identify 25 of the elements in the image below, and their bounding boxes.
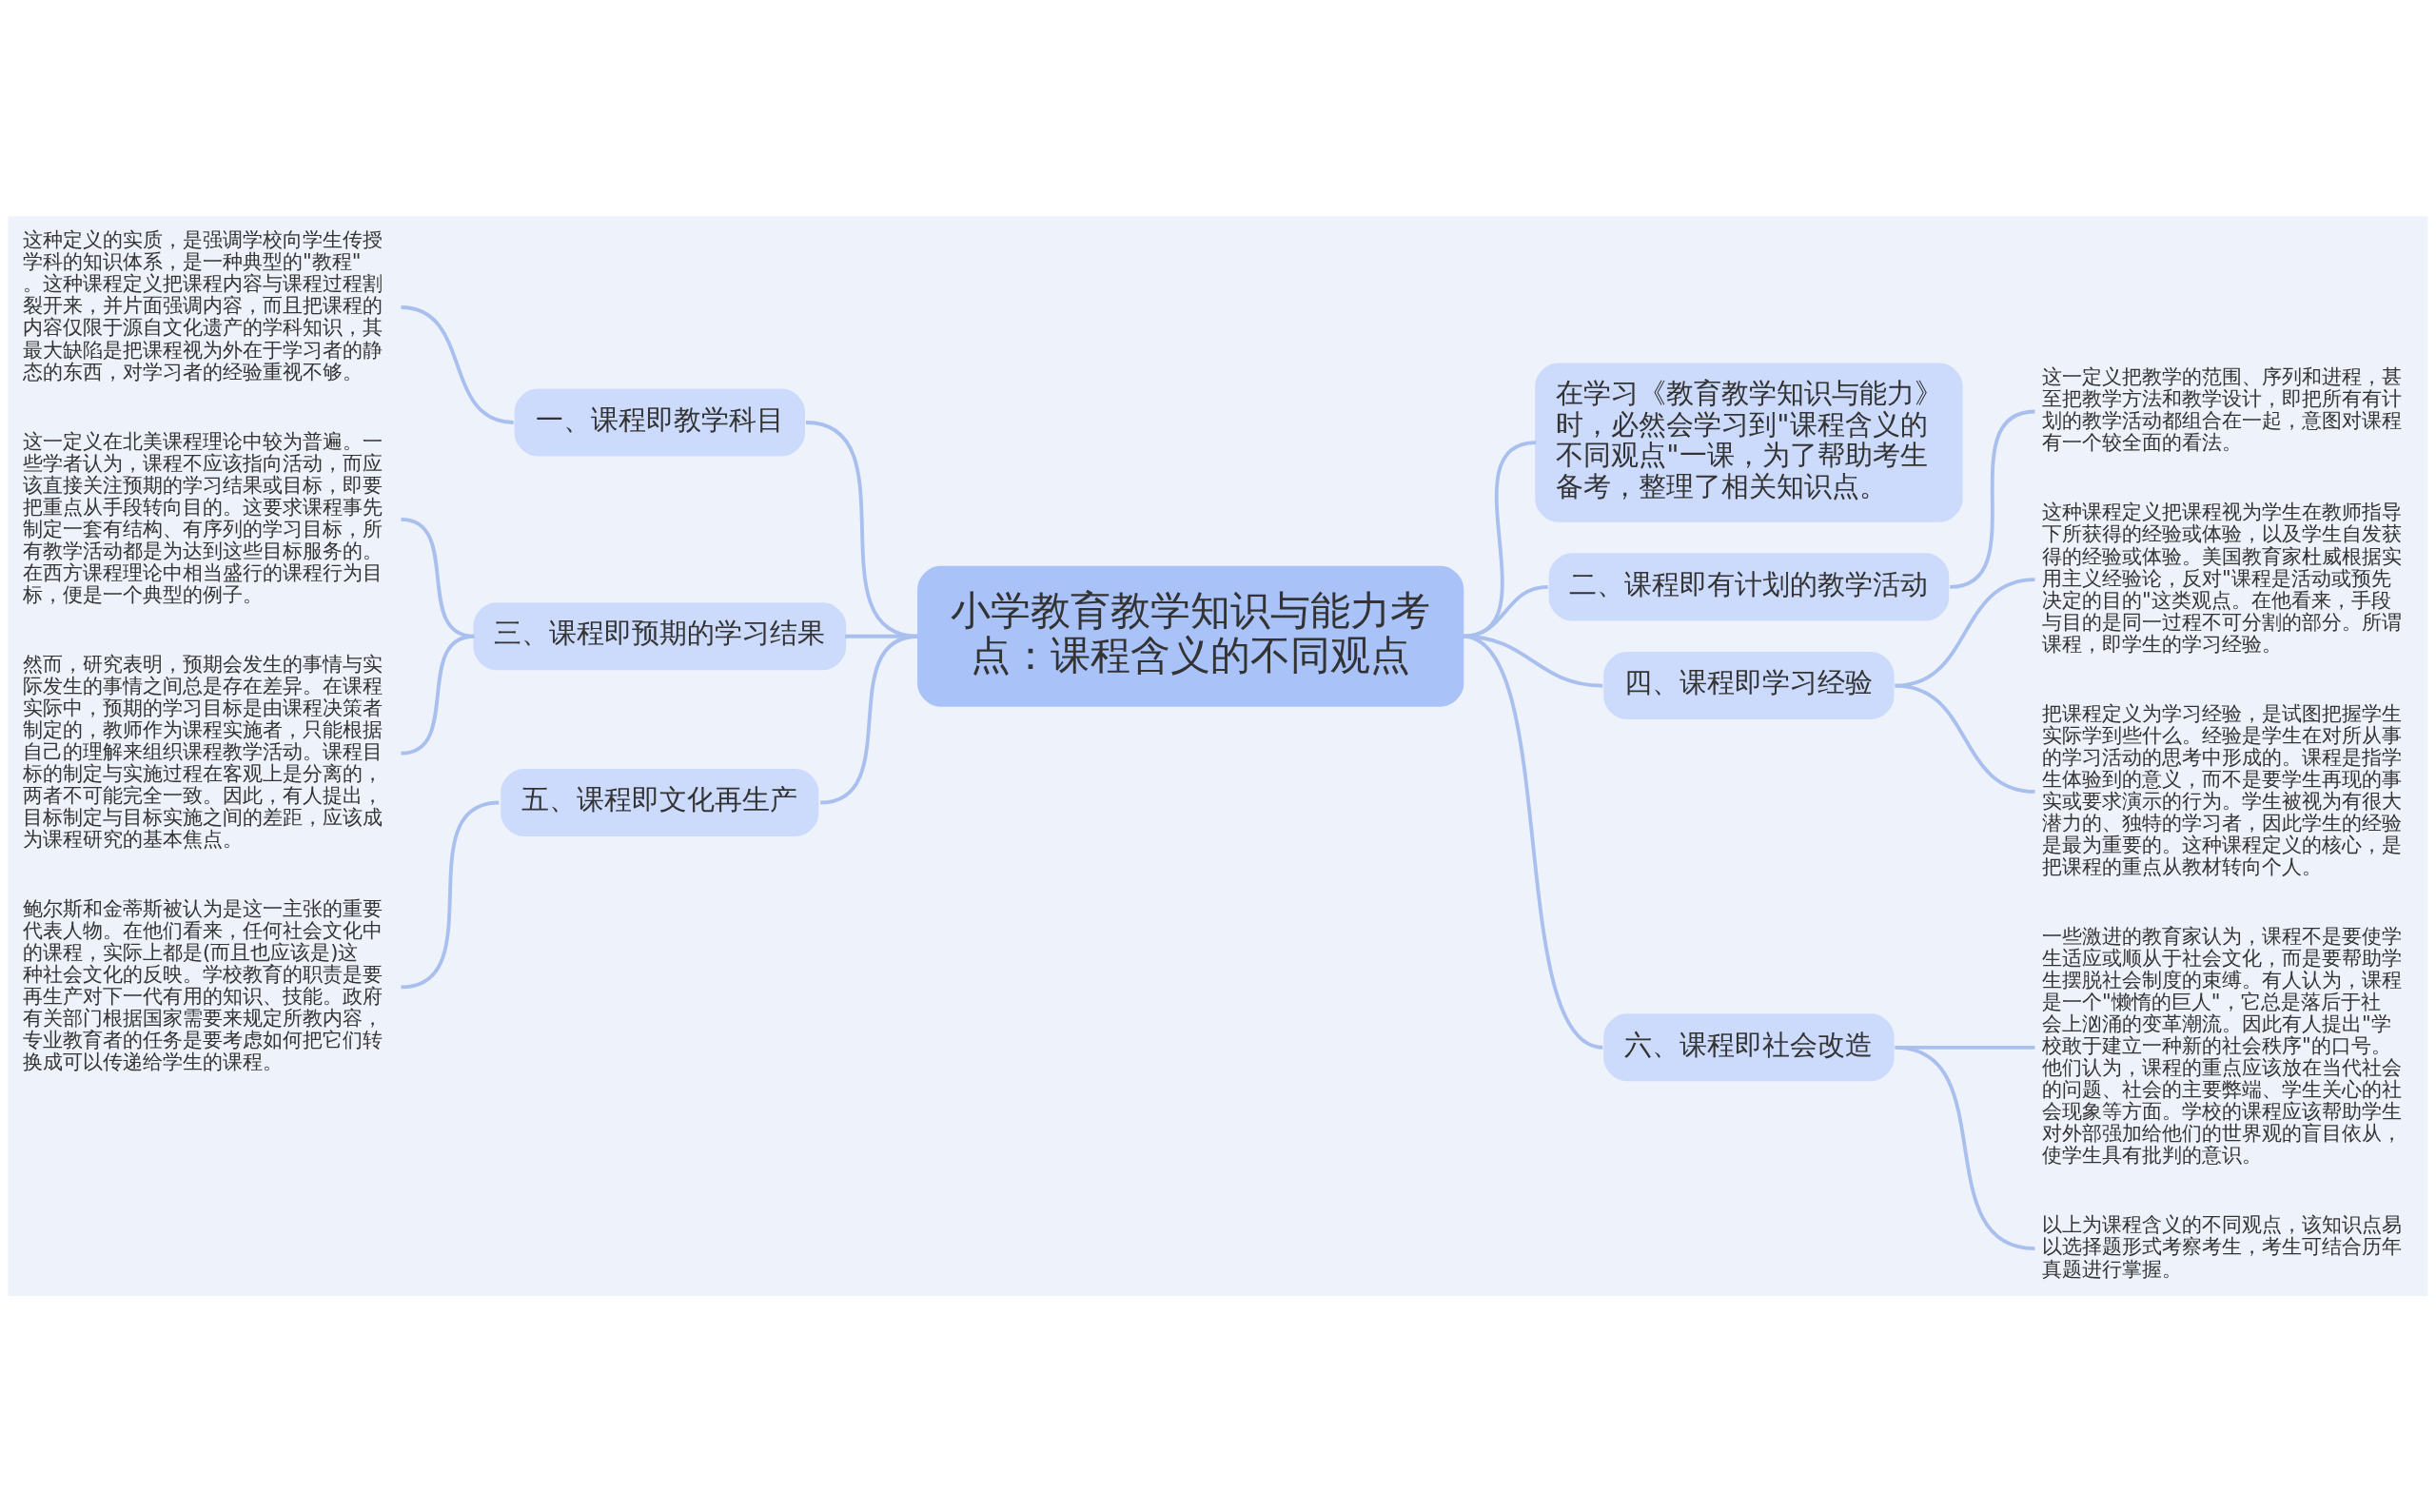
connector	[1462, 634, 1603, 1050]
node-box: 小学教育教学知识与能力考点：课程含义的不同观点	[917, 565, 1464, 707]
connector	[1895, 1045, 2035, 1250]
node-box: 三、课程即预期的学习结果	[473, 602, 847, 671]
connector	[401, 305, 514, 424]
node-box: 二、课程即有计划的教学活动	[1548, 553, 1950, 621]
node-text: 这一定义在北美课程理论中较为普遍。一些学者认为，课程不应该指向活动，而应该直接关注预期的学习结果或目标，即要把重点从手段转向目的。这要求课程事先制定一套有结构、有序列的学习目标，所有教学活动都是为达到这些目标服务的。在西方课程理论中相当盛行的课程行为目标，便是一个典型的例子。	[23, 428, 383, 606]
node-box: 四、课程即学习经验	[1603, 652, 1895, 720]
node-text: 这种课程定义把课程视为学生在教师指导下所获得的经验或体验，以及学生自发获得的经验或体验。美国教育家杜威根据实用主义经验论，反对"课程是活动或预先决定的目的"这类观点。在他看来，手段与目的是同一过程不可分割的部分。所谓课程，即学生的学习经验。	[2042, 500, 2403, 656]
node-text: 以上为课程含义的不同观点，该知识点易以选择题形式考察考生，考生可结合历年真题进行掌握。	[2042, 1212, 2403, 1281]
node-box: 六、课程即社会改造	[1603, 1013, 1895, 1082]
node-text: 一些激进的教育家认为，课程不是要使学生适应或顺从于社会文化，而是要帮助学生摆脱社会制度的束缚。有人认为，课程是一个"懒惰的巨人"，它总是落后于社会上汹涌的变革潮流。因此有人提出"学校敢于建立一种新的社会秩序"的口号。他们认为，课程的重点应该放在当代社会的问题、社会的主要弊端、学生关心的社会现象等方面。学校的课程应该帮助学生对外部强加给他们的世界观的盲目依从，使学生具有批判的意识。	[2042, 923, 2403, 1168]
connector	[401, 634, 475, 756]
connector	[819, 634, 919, 805]
connector	[401, 800, 500, 990]
node-text: 然而，研究表明，预期会发生的事情与实际发生的事情之间总是存在差异。在课程实际中，预期的学习目标是由课程决策者制定的，教师作为课程实施者，只能根据自己的理解来组织课程教学活动。课程目标的制定与实施过程在客观上是分离的，两者不可能完全一致。因此，有人提出，目标制定与目标实施之间的差距，应该成为课程研究的基本焦点。	[23, 651, 383, 852]
node-box: 一、课程即教学科目	[514, 388, 805, 457]
node-box: 五、课程即文化再生产	[501, 768, 819, 836]
node-text: 这一定义把教学的范围、序列和进程，甚至把教学方法和教学设计，即把所有有计划的教学活动都组合在一起，意图对课程有一个较全面的看法。	[2042, 364, 2403, 455]
node-text: 鲍尔斯和金蒂斯被认为是这一主张的重要代表人物。在他们看来，任何社会文化中的课程，实际上都是(而且也应该是)这种社会文化的反映。学校教育的职责是要再生产对下一代有用的知识、技能。政府有关部门根据国家需要来规定所教内容，专业教育者的任务是要考虑如何把它们转换成可以传递给学生的课程。	[23, 896, 383, 1074]
connector	[1895, 683, 2035, 794]
connector	[1949, 409, 2035, 589]
node-text: 这种定义的实质，是强调学校向学生传授学科的知识体系，是一种典型的"教程"。这种课程定义把课程内容与课程过程割裂开来，并片面强调内容，而且把课程的内容仅限于源自文化遗产的学科知识，其最大缺陷是把课程视为外在于学习者的静态的东西，对学习者的经验重视不够。	[23, 227, 383, 383]
node-box: 在学习《教育教学知识与能力》时，必然会学习到"课程含义的不同观点"一课，为了帮助考生备考，整理了相关知识点。	[1535, 363, 1963, 522]
node-text: 把课程定义为学习经验，是试图把握学生实际学到些什么。经验是学生在对所从事的学习活动的思考中形成的。课程是指学生体验到的意义，而不是要学生再现的事实或要求演示的行为。学生被视为有很大潜力的、独特的学习者，因此学生的经验是最为重要的。这种课程定义的核心，是把课程的重点从教材转向个人。	[2042, 700, 2403, 878]
